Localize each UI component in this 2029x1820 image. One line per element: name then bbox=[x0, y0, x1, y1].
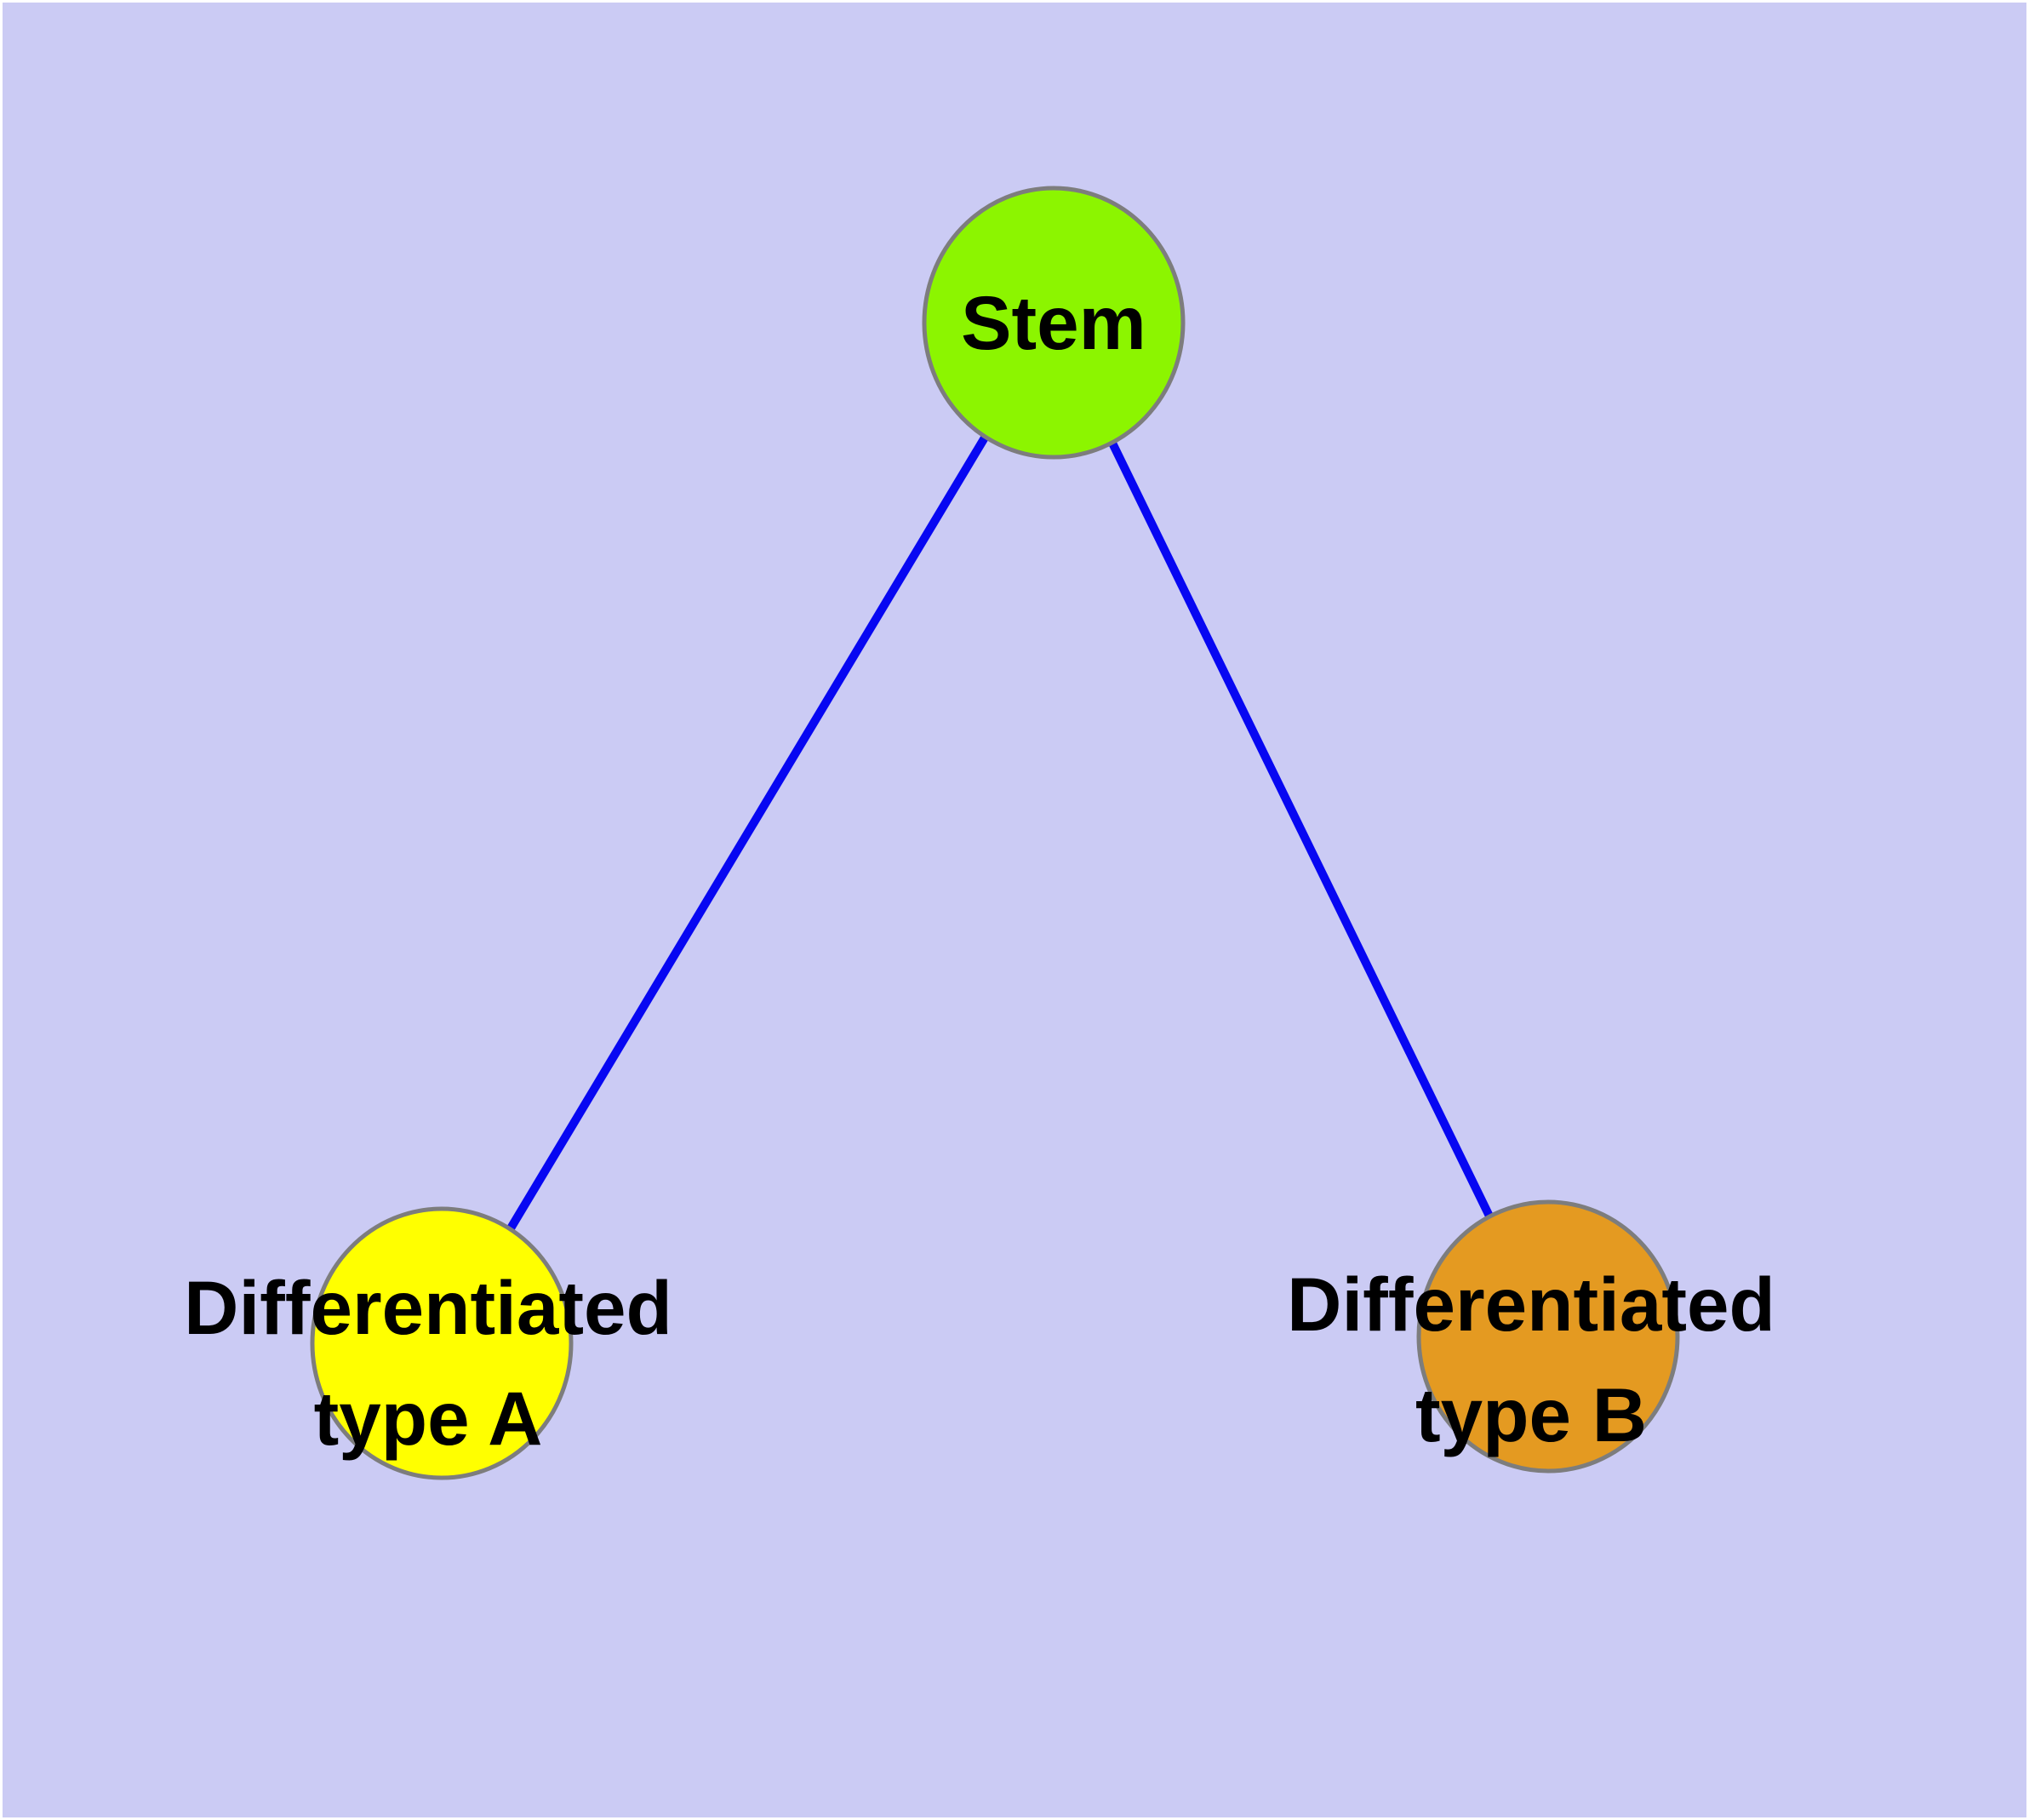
node-differentiated-type-a bbox=[310, 1206, 574, 1480]
node-stem bbox=[922, 186, 1186, 460]
edge-stem-to-type-b bbox=[1049, 320, 1552, 1339]
node-label-stem-line: Stem bbox=[961, 280, 1146, 365]
node-label-type-b-line-2: type B bbox=[1415, 1372, 1647, 1457]
node-label-type-a-line-1: Differentiated bbox=[184, 1265, 672, 1350]
node-differentiated-type-b bbox=[1416, 1199, 1680, 1474]
node-label-type-a-line-2: type A bbox=[313, 1376, 543, 1461]
edge-stem-to-type-a bbox=[437, 320, 1058, 1346]
node-label-differentiated-type-b: Differentiated type B bbox=[1287, 1249, 1775, 1470]
node-label-stem: Stem bbox=[961, 267, 1146, 378]
node-label-type-b-line-1: Differentiated bbox=[1287, 1262, 1775, 1347]
node-label-differentiated-type-a: Differentiated type A bbox=[184, 1252, 672, 1474]
